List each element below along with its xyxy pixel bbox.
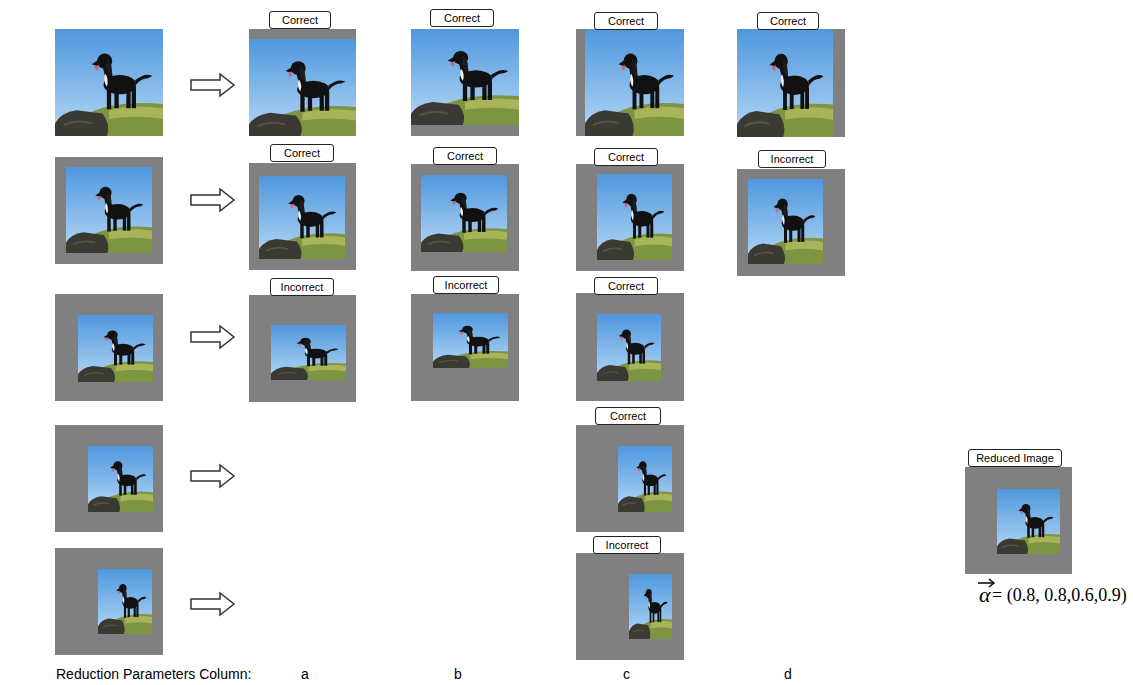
label-box: Correct [270,144,334,162]
gray-padding [55,548,163,655]
dog-photo [433,313,508,368]
dog-photo [249,39,356,136]
label-text: Incorrect [281,281,324,293]
gray-padding [576,293,684,401]
label-text: Correct [447,150,483,162]
hollow-arrow [191,189,234,211]
dog-photo [597,314,661,381]
dog-photo [88,446,153,512]
gray-padding [249,29,356,136]
gray-padding [576,29,684,136]
gray-padding [411,164,519,271]
label-box: Incorrect [758,150,826,168]
dog-photo [411,29,519,125]
gray-padding [55,425,163,532]
label-text: Correct [610,410,646,422]
label-text: Correct [284,147,320,159]
dog-photo [259,176,345,259]
dog-photo [737,29,833,137]
gray-padding [737,29,845,137]
label-box: Correct [595,407,661,425]
hollow-arrow [191,326,234,348]
gray-padding [55,294,163,401]
label-box: Incorrect [433,276,499,294]
label-text: Correct [444,12,480,24]
label-text: Correct [608,151,644,163]
dog-photo [271,325,346,380]
gray-padding [411,294,519,401]
label-box: Incorrect [593,536,661,554]
dog-photo [421,175,507,252]
label-box: Reduced Image [968,449,1062,467]
hollow-arrow [191,74,234,96]
gray-padding [55,157,163,264]
label-text: Incorrect [445,279,488,291]
hollow-arrow [191,593,234,615]
gray-padding [576,425,684,532]
hollow-arrow [191,465,234,487]
dog-photo [585,29,684,136]
label-box: Correct [594,277,658,295]
gray-padding [576,553,684,660]
column-letter: d [784,667,792,682]
column-letter: a [301,667,309,682]
axis-title: Reduction Parameters Column: [56,667,251,682]
gray-padding [249,295,356,402]
dog-photo [98,569,152,634]
dog-photo [629,574,672,639]
gray-padding [576,164,684,271]
column-letter: b [454,667,462,682]
label-text: Incorrect [606,539,649,551]
dog-photo [748,179,823,264]
dog-photo [78,315,153,382]
label-box: Correct [594,148,658,166]
label-box: Correct [594,12,658,30]
dog-photo [597,174,672,260]
dog-photo [618,446,672,512]
gray-padding [965,467,1072,574]
label-text: Correct [282,14,318,26]
dog-photo [66,167,152,253]
label-text: Correct [770,15,806,27]
label-text: Correct [608,15,644,27]
label-box: Correct [757,12,819,30]
column-letter: c [623,667,630,682]
label-box: Correct [430,9,494,27]
dog-photo [55,29,163,136]
gray-padding [737,169,845,276]
vector-values: = (0.8, 0.8,0.6,0.9) [992,586,1127,606]
label-box: Correct [269,11,331,29]
label-text: Incorrect [771,153,814,165]
gray-padding [411,29,519,136]
label-text: Reduced Image [976,452,1054,464]
label-text: Correct [608,280,644,292]
label-box: Incorrect [270,278,334,296]
vector-symbol: α [979,583,991,607]
label-box: Correct [433,147,497,165]
gray-padding [249,163,356,270]
dog-photo [997,489,1060,554]
